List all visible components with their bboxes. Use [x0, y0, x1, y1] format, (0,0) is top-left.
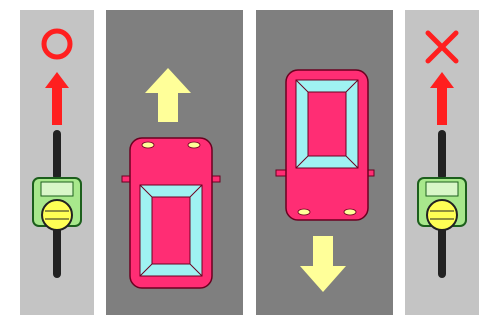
bicycle-left-icon: [32, 130, 82, 278]
yellow-arrow-down-icon: [300, 236, 346, 292]
cross-prohibited-icon: [425, 30, 459, 64]
red-arrow-up-right-icon: [430, 72, 454, 125]
car-left-icon: [121, 137, 221, 289]
red-arrow-up-left-icon: [45, 72, 69, 125]
car-right-icon: [275, 69, 375, 221]
bicycle-right-icon: [417, 130, 467, 278]
circle-permitted-icon: [41, 28, 73, 60]
yellow-arrow-up-icon: [145, 68, 191, 122]
